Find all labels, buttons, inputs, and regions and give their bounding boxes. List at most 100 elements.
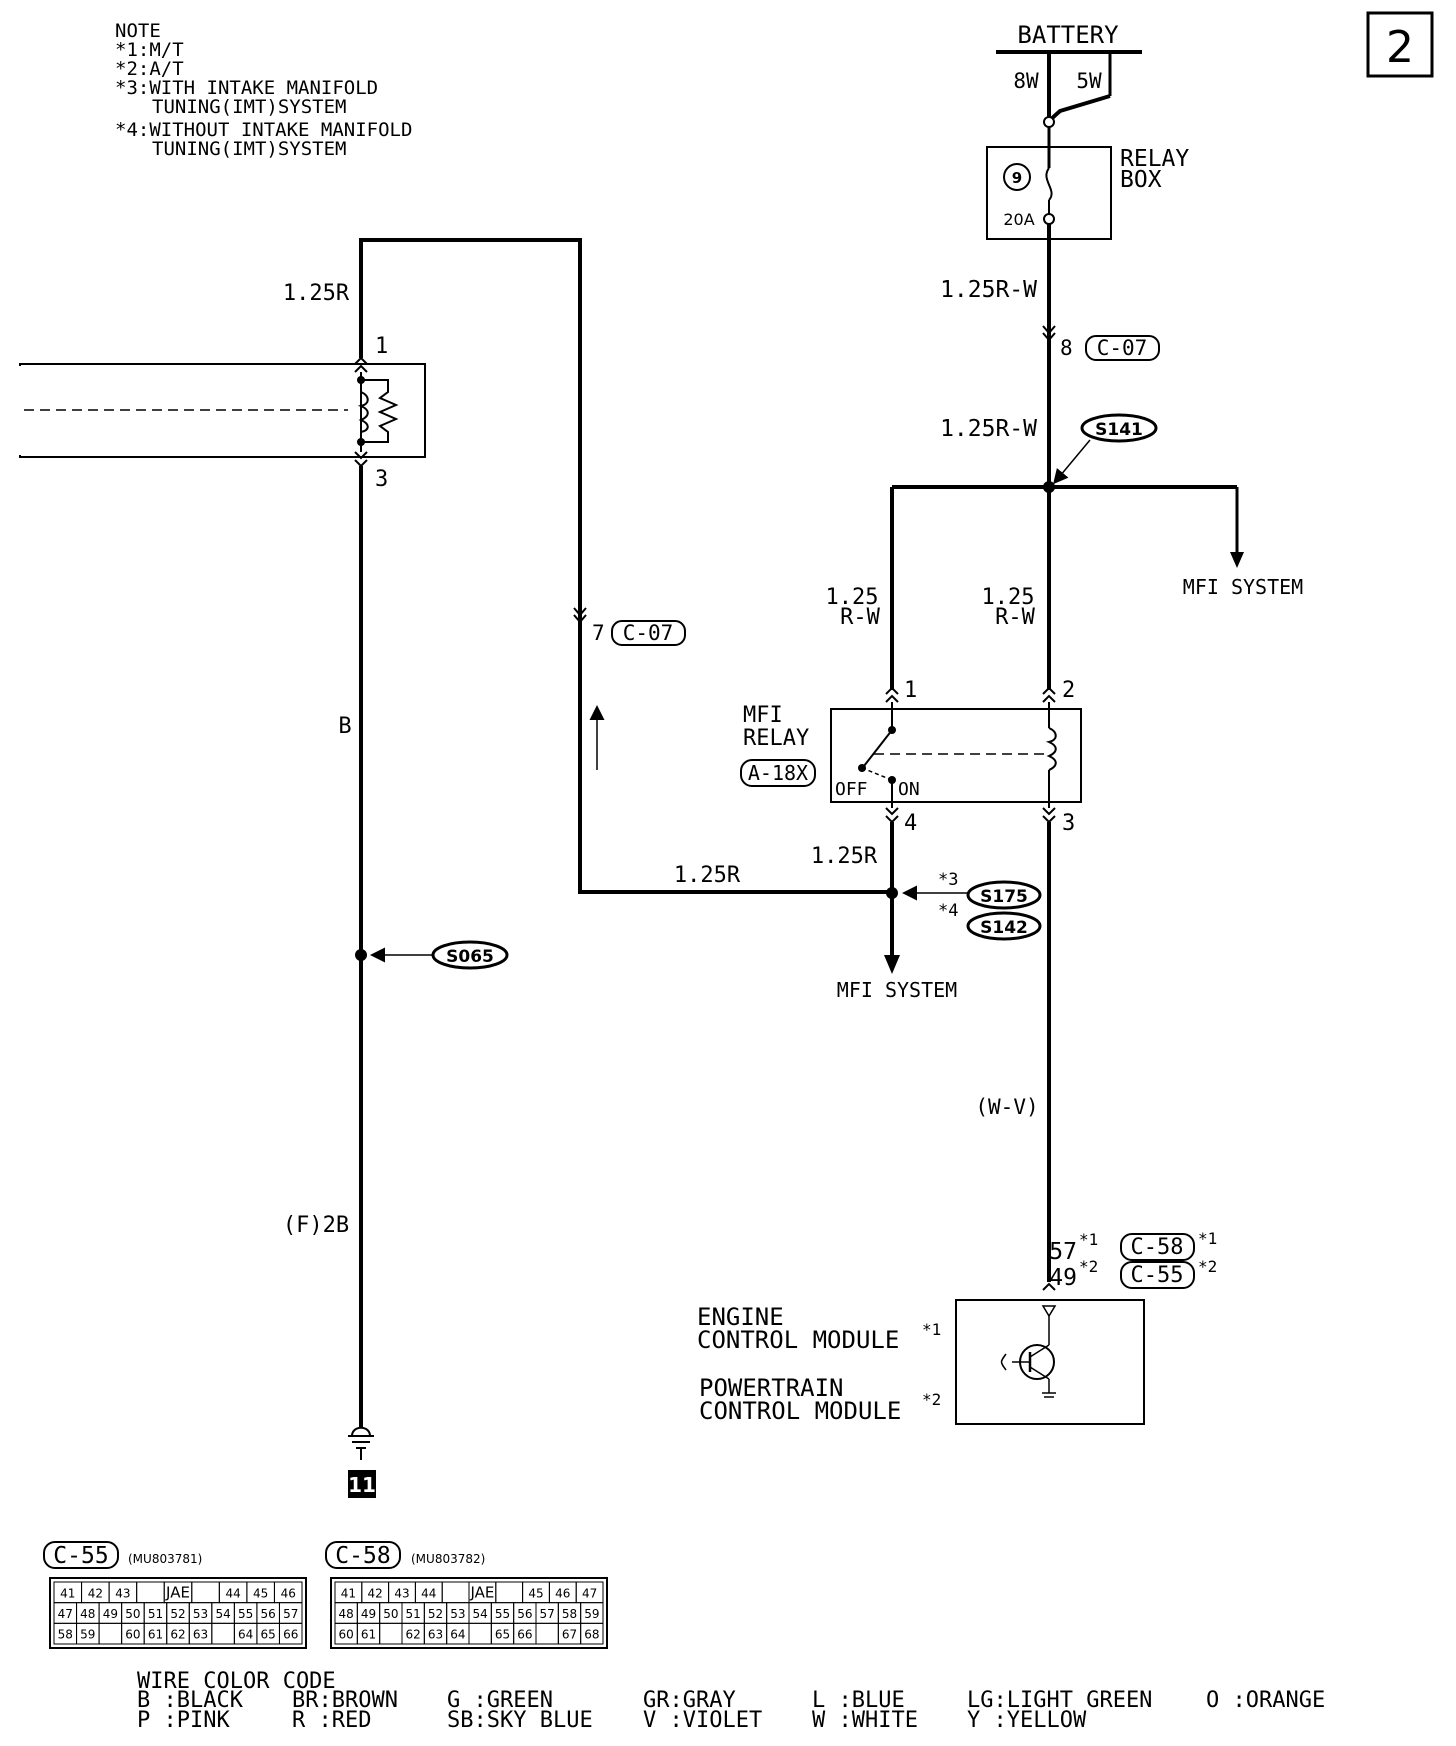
- color-code-title: WIRE COLOR CODE: [137, 1669, 336, 1694]
- splice-label: S065: [446, 947, 494, 967]
- pin-label: 59: [80, 1628, 95, 1642]
- pin-label: 60: [125, 1628, 140, 1642]
- wire-label: (W-V): [975, 1095, 1038, 1119]
- pin-number: 7: [592, 621, 605, 645]
- battery-label: BATTERY: [1017, 21, 1119, 49]
- relay-box-label: BOX: [1120, 167, 1162, 193]
- connector-part: (MU803782): [411, 1552, 485, 1566]
- ecm-pin: 49: [1049, 1265, 1077, 1291]
- pin-label: 52: [428, 1607, 443, 1621]
- module-label: ENGINE: [697, 1303, 784, 1331]
- pin-label: 68: [584, 1628, 599, 1642]
- switch-off-label: OFF: [835, 779, 868, 800]
- pin-label: 53: [450, 1607, 465, 1621]
- pin-label: 54: [473, 1607, 488, 1621]
- pin-label: 60: [339, 1628, 354, 1642]
- wire-label: (F)2B: [283, 1213, 349, 1238]
- battery-wire-left: 8W: [1013, 69, 1039, 93]
- s141-junction: MFI SYSTEM 1.25 R-W 1.25 R-W: [826, 481, 1303, 690]
- connector-part: (MU803781): [128, 1552, 202, 1566]
- pin-cell: [580, 1622, 604, 1645]
- pin-label: 57: [540, 1607, 555, 1621]
- relay-box: RELAY BOX 9 20A: [986, 116, 1189, 240]
- pin-label: 66: [517, 1628, 532, 1642]
- pin-label: 42: [368, 1586, 383, 1600]
- pin-label: 52: [170, 1607, 185, 1621]
- pin-label: 53: [193, 1607, 208, 1621]
- color-code-entry: L :BLUE: [812, 1688, 905, 1713]
- pin-label: 49: [103, 1607, 118, 1621]
- note-line: *1:M/T: [115, 39, 184, 61]
- pin-cell: [278, 1622, 303, 1645]
- color-code-entry: V :VIOLET: [643, 1708, 762, 1733]
- color-code-entry: GR:GRAY: [643, 1688, 736, 1713]
- pin-label: 57: [283, 1607, 298, 1621]
- pin-number: 1: [375, 334, 388, 359]
- splice-label: S175: [980, 887, 1028, 907]
- mfi-relay: MFI RELAY A-18X 1 2 4 3 OFF ON: [740, 678, 1082, 836]
- relay-output: 1.25R MFI SYSTEM *3 S175 *4 S142: [811, 822, 1042, 1002]
- notes-block: NOTE *1:M/T *2:A/T *3:WITH INTAKE MANIFO…: [115, 20, 412, 160]
- pin-label: 66: [283, 1628, 298, 1642]
- wire-label: 1.25R: [674, 863, 741, 888]
- fuse-rating: 20A: [1003, 210, 1034, 229]
- pin-number: 3: [1062, 811, 1075, 836]
- color-code-entry: O :ORANGE: [1206, 1688, 1325, 1713]
- ecm-note: *2: [1198, 1257, 1217, 1276]
- pin-cell: [535, 1622, 559, 1645]
- pin-cell: [98, 1622, 123, 1645]
- wire-label: 1.25R: [811, 844, 878, 869]
- color-code-entry: P :PINK: [137, 1708, 230, 1733]
- pin-number: 2: [1062, 678, 1075, 703]
- splice-label: S141: [1095, 420, 1143, 440]
- pin-label: 56: [261, 1607, 276, 1621]
- splice-note: *4: [938, 901, 958, 921]
- pin-label: 48: [339, 1607, 354, 1621]
- fuse-number: 9: [1012, 169, 1022, 187]
- color-code-entry: G :GREEN: [447, 1688, 553, 1713]
- mfi-system-bottom: MFI SYSTEM: [837, 978, 957, 1002]
- pin-label: 63: [428, 1628, 443, 1642]
- battery: BATTERY 8W 5W: [996, 21, 1142, 122]
- pin-label: 47: [58, 1607, 73, 1621]
- wire-label: R-W: [840, 605, 880, 630]
- wire-color-code: WIRE COLOR CODE B :BLACK BR:BROWN G :GRE…: [137, 1669, 1325, 1733]
- color-code-entry: SB:SKY BLUE: [447, 1708, 593, 1733]
- pin-label: 55: [495, 1607, 510, 1621]
- ecm-pin: 57: [1049, 1239, 1077, 1265]
- left-circuit: 1.25R 1.25R 7 C-07 1 3 B S065 (F)2B: [14, 238, 892, 1498]
- wire-label: 1.25: [826, 585, 879, 610]
- wire-label: 1.25R-W: [940, 277, 1037, 303]
- pin-label: 46: [555, 1586, 570, 1600]
- ground-number: 11: [348, 1473, 376, 1497]
- pin-label: 62: [170, 1628, 185, 1642]
- pin-label: 64: [238, 1628, 253, 1642]
- ecm-connector: C-55: [1131, 1263, 1184, 1288]
- pin-number: 4: [904, 811, 917, 836]
- pin-label: 43: [115, 1586, 130, 1600]
- pin-label: 58: [562, 1607, 577, 1621]
- color-code-entry: LG:LIGHT GREEN: [967, 1688, 1152, 1713]
- pin-label: 64: [450, 1628, 465, 1642]
- note-line: TUNING(IMT)SYSTEM: [152, 138, 346, 160]
- pin-cell: [136, 1581, 165, 1604]
- color-code-entry: B :BLACK: [137, 1688, 244, 1713]
- pin-label: 58: [58, 1628, 73, 1642]
- color-code-entry: W :WHITE: [812, 1708, 918, 1733]
- pin-cell: [441, 1581, 470, 1604]
- color-code-entry: R :RED: [292, 1708, 371, 1733]
- page-number-box: 2: [1366, 11, 1434, 78]
- pin-label: 47: [582, 1586, 597, 1600]
- pin-label: 42: [88, 1586, 103, 1600]
- pin-cell: [191, 1581, 220, 1604]
- pin-number: 8: [1060, 336, 1073, 360]
- pin-cell: [379, 1622, 403, 1645]
- module-label: CONTROL MODULE: [697, 1326, 899, 1354]
- page-number: 2: [1386, 22, 1414, 73]
- module-label: POWERTRAIN: [699, 1374, 844, 1402]
- pin-label: 65: [495, 1628, 510, 1642]
- mfi-system-top: MFI SYSTEM: [1183, 575, 1303, 599]
